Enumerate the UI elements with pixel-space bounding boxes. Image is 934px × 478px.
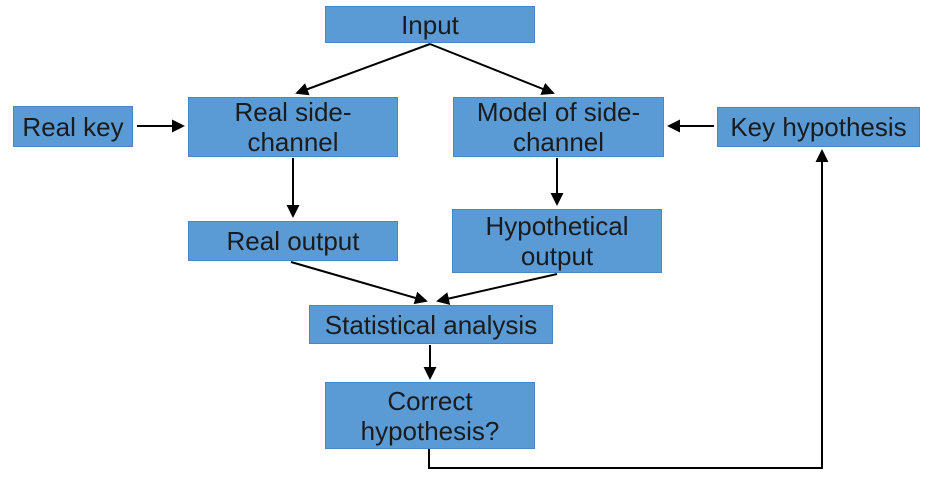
flow-node-statistical-analysis: Statistical analysis (309, 305, 553, 344)
flow-node-real-key: Real key (13, 106, 133, 147)
flow-edge-input-to-real-side-channel (295, 43, 431, 96)
flow-node-key-hypothesis: Key hypothesis (717, 107, 920, 147)
flow-edge-real-output-to-statistical-analysis (290, 261, 428, 305)
flow-node-model-of-side-channel: Model of side- channel (453, 97, 664, 157)
flow-node-correct-hypothesis: Correct hypothesis? (325, 382, 535, 449)
flow-node-real-output: Real output (188, 221, 398, 261)
flow-node-real-side-channel: Real side- channel (188, 97, 398, 157)
flow-node-hypothetical-output: Hypothetical output (452, 209, 662, 273)
flow-node-input: Input (325, 6, 535, 43)
flow-edge-input-to-model-of-side-channel (429, 43, 555, 95)
flow-edge-hypothetical-output-to-statistical-analysis (436, 273, 558, 305)
